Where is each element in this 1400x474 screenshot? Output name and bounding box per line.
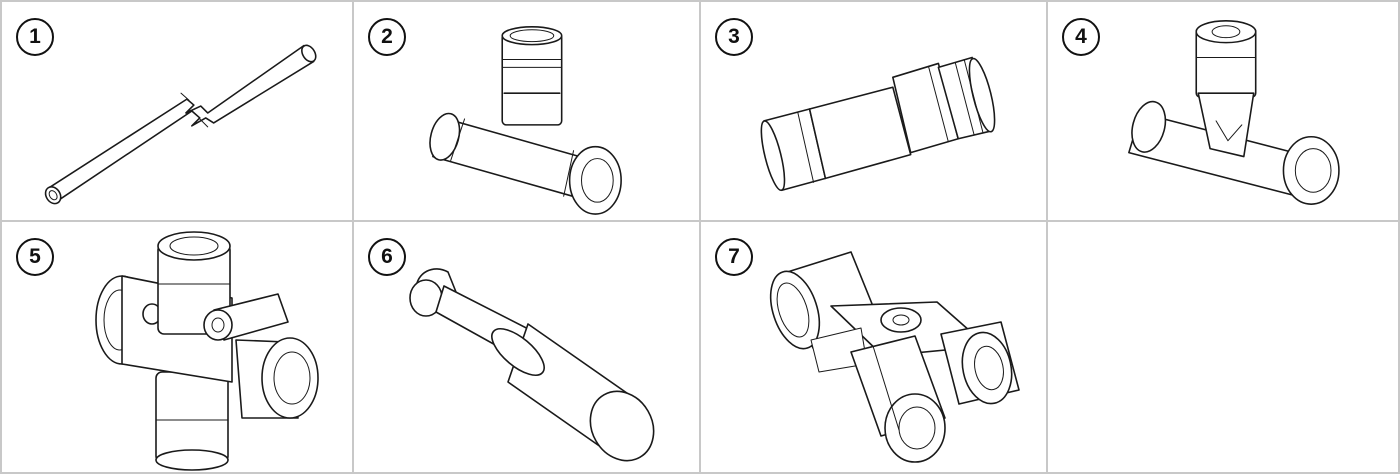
panel-5: 5 <box>0 222 354 474</box>
y-connector-icon <box>769 251 1020 463</box>
panel-number-badge: 3 <box>715 18 753 56</box>
panel-3: 3 <box>701 0 1048 222</box>
equal-tee-fitting-icon <box>429 25 622 215</box>
panel-number-badge: 5 <box>16 238 54 276</box>
panel-number-badge: 7 <box>715 238 753 276</box>
panel-6: 6 <box>354 222 701 474</box>
straight-tube-icon <box>44 44 317 205</box>
panel-2: 2 <box>354 0 701 222</box>
panel-number-badge: 1 <box>16 18 54 56</box>
union-tee-fitting-icon <box>1128 20 1340 205</box>
panel-8-empty <box>1048 222 1400 474</box>
panel-number-badge: 2 <box>368 18 406 56</box>
panel-number-badge: 4 <box>1062 18 1100 56</box>
blanking-plug-icon <box>409 268 655 462</box>
plug-in-reducer-icon <box>760 56 996 192</box>
cross-fitting-icon <box>95 231 319 471</box>
panel-number-badge: 6 <box>368 238 406 276</box>
panel-7: 7 <box>701 222 1048 474</box>
panel-4: 4 <box>1048 0 1400 222</box>
panel-1: 1 <box>0 0 354 222</box>
